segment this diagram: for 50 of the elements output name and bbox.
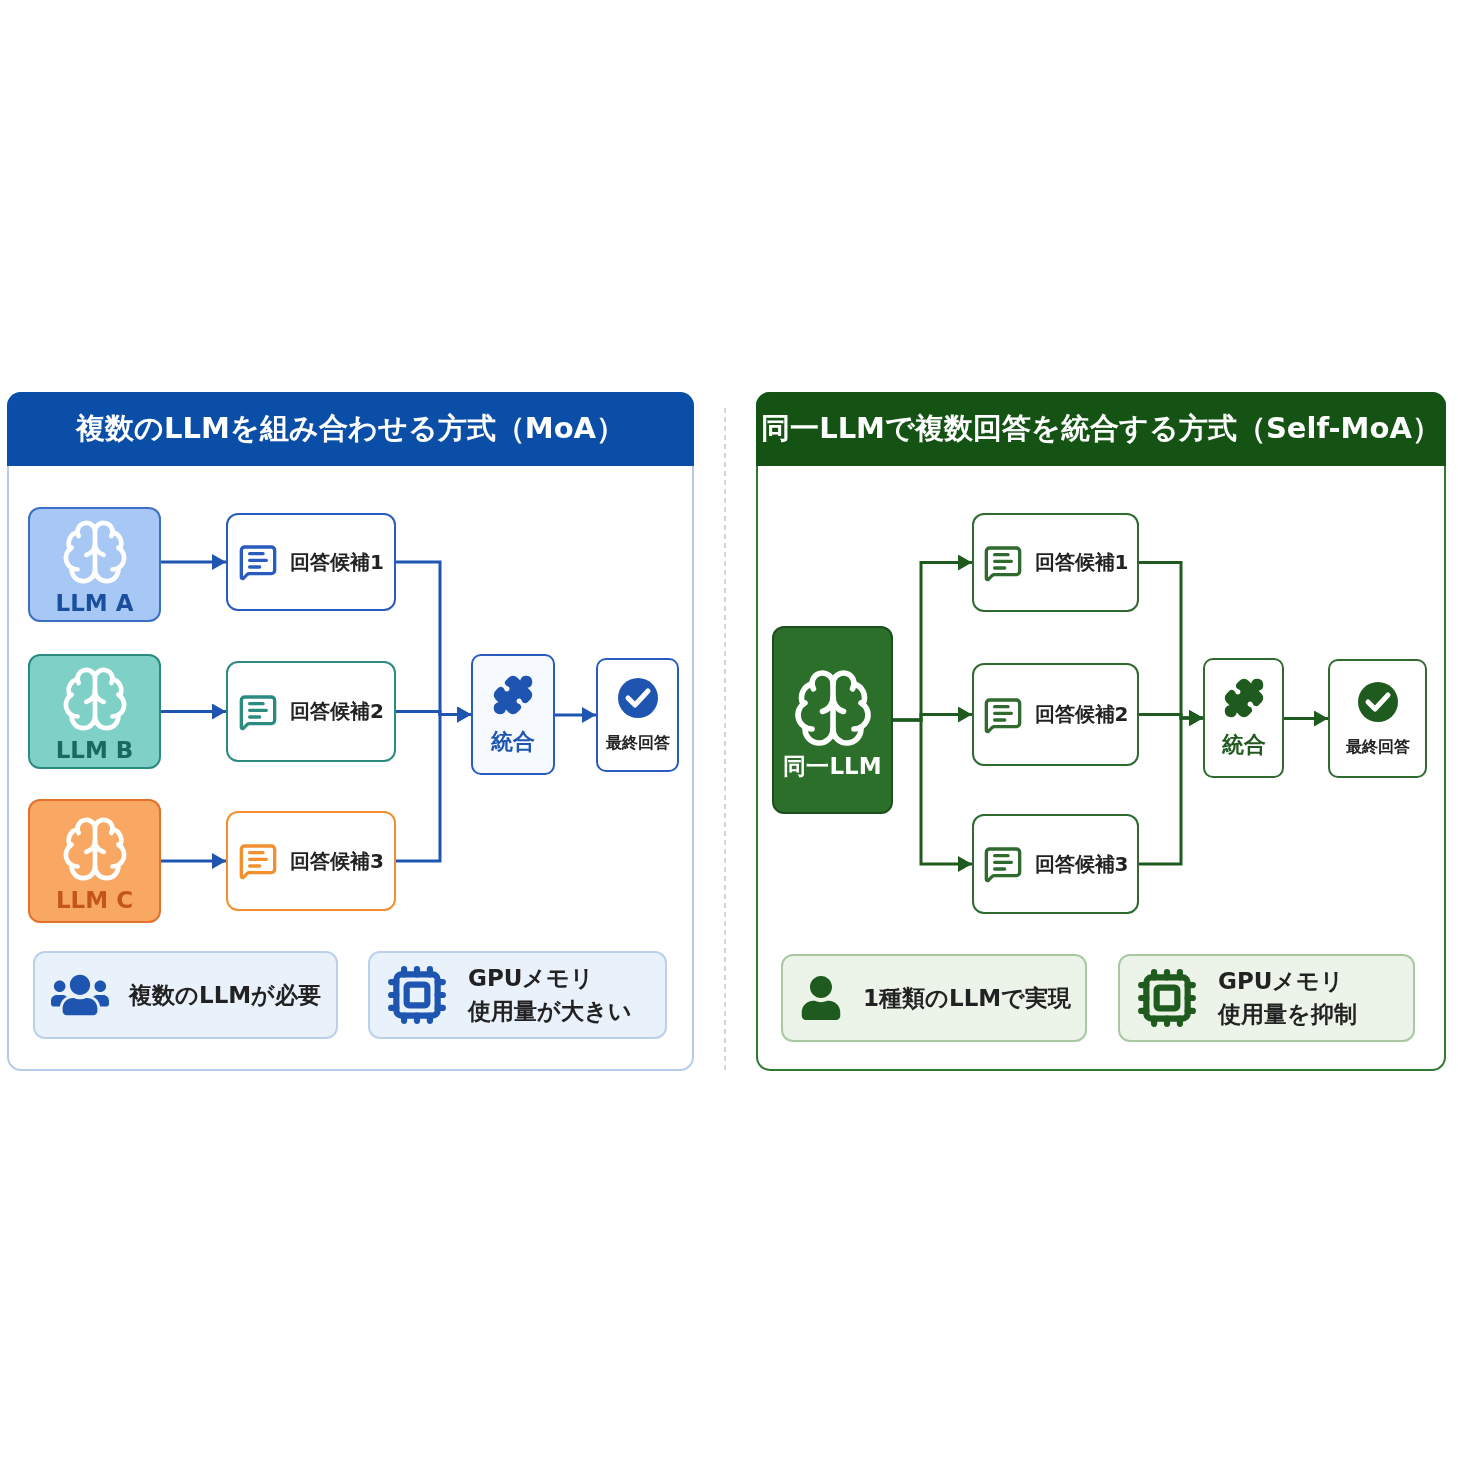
- answer-label: 回答候補1: [1034, 550, 1129, 575]
- merge-label: 統合: [1221, 731, 1266, 759]
- final-answer-box: [596, 658, 679, 772]
- model-label: LLM B: [55, 736, 134, 765]
- arrow: [161, 703, 226, 720]
- model-box: [772, 626, 893, 814]
- note-text: GPUメモリ: [1218, 967, 1346, 996]
- answer-box: [972, 663, 1139, 766]
- note-box: [33, 951, 338, 1039]
- note-box: [781, 954, 1087, 1042]
- answer-label: 回答候補1: [290, 549, 384, 575]
- answer-box: [972, 513, 1139, 612]
- method-panel: [756, 392, 1446, 1071]
- arrow: [161, 554, 226, 570]
- arrow: [555, 707, 596, 723]
- note-box: [368, 951, 667, 1039]
- answer-box: [226, 811, 396, 911]
- model-label: LLM C: [55, 885, 134, 915]
- final-answer-label: 最終回答: [1345, 736, 1410, 757]
- note-text: 使用量を抑制: [1218, 1000, 1357, 1029]
- model-box: [28, 654, 161, 769]
- arrow: [1284, 710, 1328, 727]
- answer-box: [972, 814, 1139, 914]
- answer-label: 回答候補2: [1034, 702, 1129, 727]
- model-label: LLM A: [55, 589, 134, 618]
- answer-label: 回答候補3: [1034, 851, 1129, 877]
- arrow: [893, 718, 972, 872]
- model-box: [28, 507, 161, 622]
- arrow: [396, 706, 471, 863]
- merge-label: 統合: [491, 727, 535, 756]
- title-banner: 複数のLLMを組み合わせる方式（MoA）: [7, 392, 694, 466]
- title-banner: 同一LLMで複数回答を統合する方式（Self-MoA）: [756, 392, 1446, 466]
- model-box: [28, 799, 161, 923]
- answer-label: 回答候補3: [290, 848, 384, 874]
- answer-box: [226, 661, 396, 762]
- note-text: GPUメモリ: [468, 964, 596, 993]
- merge-box: [1203, 658, 1284, 778]
- answer-box: [226, 513, 396, 611]
- note-text: 1種類のLLMで実現: [863, 983, 1072, 1013]
- final-answer-label: 最終回答: [605, 733, 670, 753]
- note-text: 複数のLLMが必要: [129, 980, 322, 1010]
- note-box: [1118, 954, 1415, 1042]
- merge-box: [471, 654, 555, 775]
- arrow: [161, 853, 226, 869]
- model-label: 同一LLM: [783, 751, 882, 781]
- arrow: [1139, 710, 1203, 866]
- note-text: 使用量が大きい: [468, 997, 632, 1026]
- final-answer-box: [1328, 659, 1427, 778]
- method-panel: [7, 392, 694, 1071]
- answer-label: 回答候補2: [290, 699, 384, 724]
